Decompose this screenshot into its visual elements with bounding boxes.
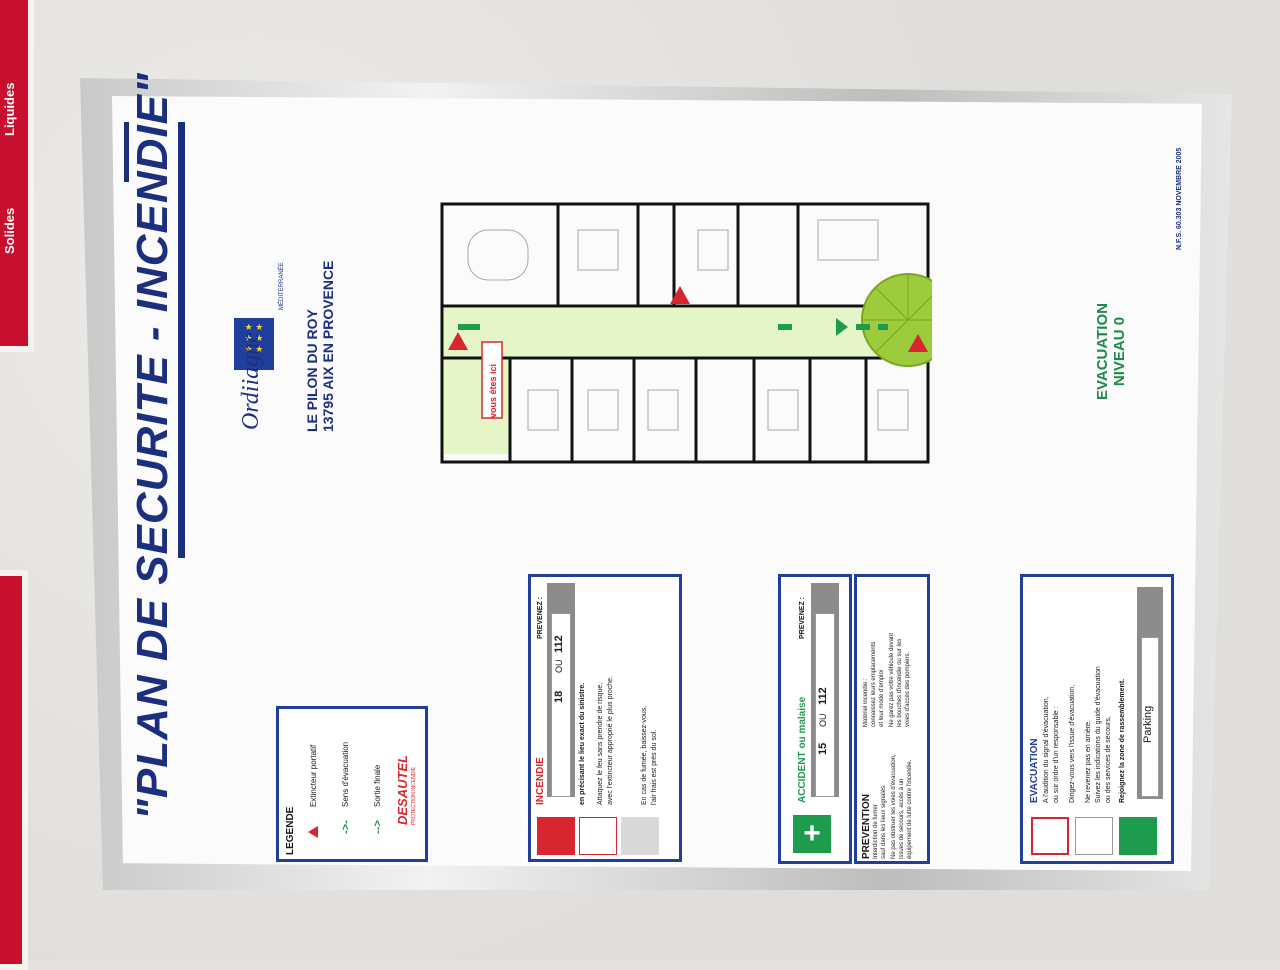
you-are-here-label: vous êtes ici — [488, 363, 498, 418]
desautel-tagline: PROTECTION INCENDIE — [411, 766, 417, 825]
logo-emblem — [234, 318, 274, 370]
evac-title-line2: NIVEAU 0 — [1111, 316, 1128, 387]
desautel-logo: DESAUTEL — [395, 754, 410, 825]
accident-number-112: 112 — [817, 687, 829, 705]
title-underline — [178, 122, 185, 558]
prevention-col2-6: voies d'accès des pompiers. — [905, 651, 911, 727]
assembly-point-name: Parking — [1142, 705, 1154, 743]
prevention-panel: PREVENTION Interdiction de fumer sauf da… — [854, 574, 930, 864]
prevention-col2-1: Matériel incendie : — [863, 678, 869, 727]
legend-item-2: Sens d'évacuation — [341, 741, 350, 807]
prevention-col2-4: Ne garez pas votre véhicule devant — [889, 632, 895, 727]
accident-number-box — [815, 613, 835, 797]
fire-text-3: avec l'extincteur approprié le plus proc… — [607, 676, 614, 805]
logo-wordmark: Ordiiagne — [238, 332, 264, 430]
walls — [440, 202, 930, 464]
accident-or: OU — [818, 713, 828, 728]
fire-prevenez: PREVENEZ : — [537, 596, 544, 639]
evacuation-level-title: EVACUATION NIVEAU 0 — [1094, 303, 1128, 400]
fire-number-112: 112 — [553, 635, 565, 653]
sign-text-liquides: Liquides — [2, 82, 17, 136]
legend-item-3: Sortie finale — [373, 764, 382, 807]
evac-line-3: Dirigez-vous vers l'issue d'évacuation, — [1069, 684, 1076, 803]
legend-direction-icon: ->- — [339, 820, 352, 834]
prevention-col2-5: les bouches d'incendie ou sur les — [897, 638, 903, 727]
fire-text-2: Attaquez le feu sans prendre de risque, — [597, 682, 604, 805]
floor-plan — [404, 200, 955, 466]
evac-line-1: A l'audition du signal d'évacuation, — [1043, 696, 1050, 803]
first-aid-icon: + — [793, 815, 831, 853]
prevention-col1-1: Interdiction de fumer — [873, 804, 879, 859]
legend-item-1: Extincteur portatif — [309, 744, 318, 807]
assembly-box — [1141, 637, 1159, 797]
evac-title-line1: EVACUATION — [1094, 303, 1111, 400]
fire-alarm-icon — [537, 817, 575, 855]
legend-title: LEGENDE — [285, 806, 296, 855]
wall-sign-bottom — [0, 570, 28, 970]
smoke-crawl-icon — [621, 817, 659, 855]
floor-plan-drawing — [404, 202, 955, 464]
prevention-col2-3: et leur mode d'emploi — [879, 669, 885, 727]
logo-subtitle: MÉDITERRANÉE — [279, 262, 285, 310]
staircase-steps — [862, 274, 954, 354]
evacuation-arrows — [458, 318, 888, 336]
norm-reference: N.F.S. 60.303 NOVEMBRE 2005 — [1176, 147, 1183, 250]
assembly-point-icon — [1119, 817, 1157, 855]
prevention-title: PREVENTION — [861, 793, 872, 859]
address-line2: 13795 AIX EN PROVENCE — [320, 260, 336, 432]
evac-line-5: Suivez les indications du guide d'évacua… — [1095, 666, 1102, 803]
accident-title: ACCIDENT ou malaise — [797, 696, 808, 803]
extinguisher-person-icon — [579, 817, 617, 855]
prevention-col1-5: équipement de lutte contre l'incendie. — [907, 759, 913, 859]
prevention-col1-2: sauf dans les lieux signalés. — [881, 784, 887, 859]
corridor — [444, 308, 924, 356]
fire-or: OU — [554, 659, 564, 674]
fire-number-box — [551, 613, 571, 797]
title-accent — [124, 122, 129, 182]
fire-panel: INCENDIE 18 OU 112 PREVENEZ : en précisa… — [528, 574, 682, 862]
evacuation-panel: EVACUATION A l'audition du signal d'évac… — [1020, 574, 1174, 864]
extinguisher-icons — [448, 286, 928, 352]
fire-title: INCENDIE — [535, 757, 546, 805]
evacuation-title: EVACUATION — [1029, 738, 1040, 803]
evac-line-4: Ne revenez pas en arrière. — [1085, 720, 1092, 803]
accident-number-15: 15 — [817, 742, 829, 755]
address-line1: LE PILON DU ROY — [304, 309, 320, 432]
accident-prevenez: PREVENEZ : — [799, 596, 806, 639]
address: LE PILON DU ROY 13795 AIX EN PROVENCE — [304, 261, 336, 432]
sign-text-solides: Solides — [2, 207, 17, 254]
fire-text-4: En cas de fumée, baissez-vous, — [641, 705, 648, 805]
furniture — [467, 219, 909, 431]
you-are-here-marker — [481, 341, 503, 419]
fire-number-18: 18 — [553, 690, 565, 703]
prevention-col2-2: connaissez leurs emplacements — [871, 641, 877, 727]
legend-exit-icon: --> — [371, 820, 384, 834]
evac-line-2: ou sur ordre d'un responsable : — [1053, 706, 1060, 803]
poster-title: "PLAN DE SECURITE - INCENDIE" — [128, 72, 177, 820]
alarm-signal-icon — [1031, 817, 1069, 855]
legend-panel: LEGENDE Extincteur portatif ->- Sens d'é… — [276, 706, 428, 862]
prevention-col1-3: Ne pas obstruer les voies d'évacuation, — [891, 754, 897, 859]
logo-stars-icon: ★ ★★ ★★ ★ — [244, 322, 264, 354]
wall-sign-top: Liquides Solides — [0, 0, 34, 352]
accident-panel: + ACCIDENT ou malaise 15 OU 112 PREVENEZ… — [778, 574, 852, 864]
fire-text-5: l'air frais est près du sol. — [651, 729, 658, 805]
fire-text-1: en précisant le lieu exact du sinistre. — [579, 682, 586, 805]
legend-extinguisher-icon — [308, 826, 318, 838]
exit-person-icon — [1075, 817, 1113, 855]
prevention-col1-4: issues de secours, accès à un — [899, 778, 905, 859]
evac-line-6: ou des services de secours, — [1105, 716, 1112, 803]
evac-line-7: Rejoignez la zone de rassemblement. — [1119, 678, 1126, 803]
